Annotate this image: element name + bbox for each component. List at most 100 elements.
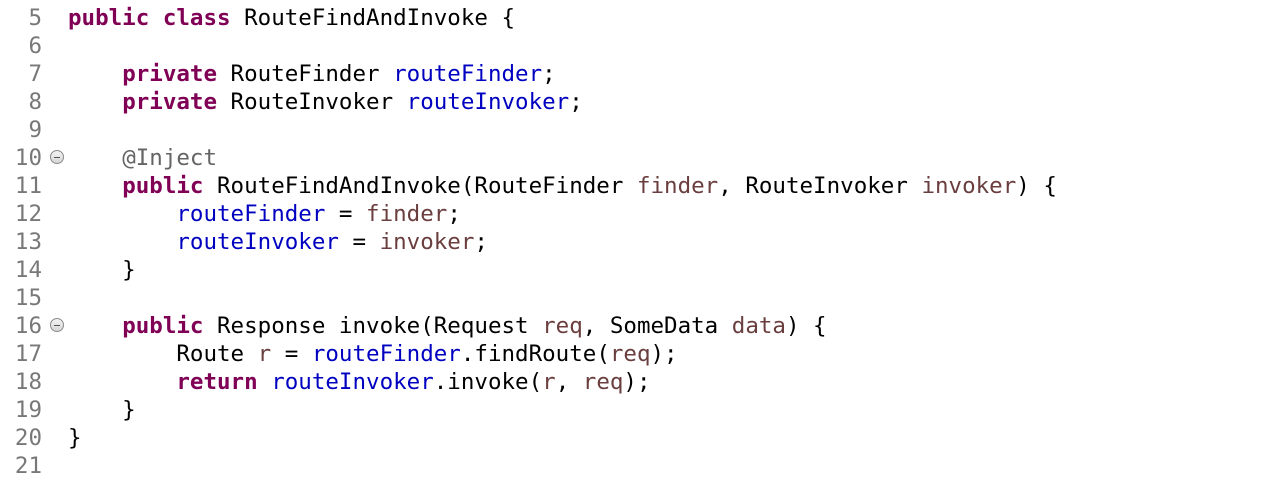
code-token-plain: ;: [447, 201, 461, 227]
line-number: 15: [14, 285, 42, 311]
code-text[interactable]: }: [42, 424, 1282, 452]
code-token-param: finder: [636, 173, 719, 199]
line-number: 19: [14, 397, 42, 423]
code-line[interactable]: 11 public RouteFindAndInvoke(RouteFinder…: [0, 172, 1282, 200]
code-text[interactable]: routeFinder = finder;: [42, 200, 1282, 228]
line-number: 5: [28, 5, 42, 31]
code-token-plain: .findRoute(: [460, 341, 610, 367]
code-token-plain: RouteFindAndInvoke(RouteFinder: [203, 173, 637, 199]
code-token-plain: =: [338, 229, 380, 255]
code-line[interactable]: 16 public Response invoke(Request req, S…: [0, 312, 1282, 340]
code-token-plain: ) {: [785, 313, 827, 339]
code-text[interactable]: private RouteFinder routeFinder;: [42, 60, 1282, 88]
code-token-plain: RouteFindAndInvoke {: [230, 5, 516, 31]
line-number: 17: [14, 341, 42, 367]
code-line[interactable]: 13 routeInvoker = invoker;: [0, 228, 1282, 256]
code-token-plain: [68, 61, 122, 87]
code-text[interactable]: public class RouteFindAndInvoke {: [42, 4, 1282, 32]
code-text[interactable]: [42, 32, 1282, 60]
code-text[interactable]: routeInvoker = invoker;: [42, 228, 1282, 256]
code-token-plain: ;: [542, 61, 556, 87]
code-text[interactable]: [42, 284, 1282, 312]
collapse-fold-icon[interactable]: [50, 150, 64, 164]
code-text[interactable]: return routeInvoker.invoke(r, req);: [42, 368, 1282, 396]
code-token-plain: =: [325, 201, 367, 227]
code-text[interactable]: @Inject: [42, 144, 1282, 172]
line-number: 6: [28, 33, 42, 59]
code-token-plain: [68, 173, 122, 199]
line-number: 14: [14, 257, 42, 283]
line-number: 16: [0, 312, 64, 340]
code-token-keyword: public: [122, 173, 204, 199]
code-text[interactable]: private RouteInvoker routeInvoker;: [42, 88, 1282, 116]
line-number: 18: [14, 369, 42, 395]
code-token-keyword: public: [68, 5, 150, 31]
line-number: 11: [14, 173, 42, 199]
code-text[interactable]: public Response invoke(Request req, Some…: [42, 312, 1282, 340]
code-token-plain: Response invoke(Request: [203, 313, 543, 339]
code-token-plain: , RouteInvoker: [718, 173, 922, 199]
code-text[interactable]: }: [42, 396, 1282, 424]
code-token-plain: );: [650, 341, 678, 367]
code-token-annotation: @Inject: [122, 145, 218, 171]
code-token-plain: =: [271, 341, 312, 367]
code-line[interactable]: 7 private RouteFinder routeFinder;: [0, 60, 1282, 88]
code-line[interactable]: 18 return routeInvoker.invoke(r, req);: [0, 368, 1282, 396]
code-token-plain: [68, 145, 122, 171]
code-token-plain: ) {: [1016, 173, 1057, 199]
code-text[interactable]: Route r = routeFinder.findRoute(req);: [42, 340, 1282, 368]
code-text[interactable]: [42, 116, 1282, 144]
code-line[interactable]: 21: [0, 452, 1282, 480]
code-line[interactable]: 8 private RouteInvoker routeInvoker;: [0, 88, 1282, 116]
code-token-plain: );: [623, 369, 651, 395]
code-line[interactable]: 20}: [0, 424, 1282, 452]
code-token-param: data: [731, 313, 786, 339]
code-token-plain: }: [68, 257, 136, 283]
code-line[interactable]: 10 @Inject: [0, 144, 1282, 172]
code-token-plain: [68, 89, 122, 115]
code-token-field: routeInvoker: [271, 369, 434, 395]
code-text[interactable]: [42, 452, 1282, 480]
code-token-param: req: [582, 369, 624, 395]
code-token-field: routeInvoker: [176, 229, 339, 255]
code-line[interactable]: 19 }: [0, 396, 1282, 424]
code-token-plain: [68, 201, 176, 227]
line-number: 7: [28, 61, 42, 87]
code-token-param: invoker: [379, 229, 475, 255]
code-token-plain: [258, 369, 272, 395]
line-number: 10: [0, 144, 64, 172]
line-number: 8: [28, 89, 42, 115]
code-token-param: req: [542, 313, 583, 339]
code-text[interactable]: }: [42, 256, 1282, 284]
code-text[interactable]: public RouteFindAndInvoke(RouteFinder fi…: [42, 172, 1282, 200]
code-token-param: r: [257, 341, 272, 367]
code-token-plain: , SomeData: [582, 313, 732, 339]
code-token-plain: [68, 229, 176, 255]
code-line[interactable]: 9: [0, 116, 1282, 144]
code-token-param: finder: [366, 201, 448, 227]
line-number: 21: [14, 453, 42, 479]
code-token-plain: Route: [68, 341, 258, 367]
code-line[interactable]: 15: [0, 284, 1282, 312]
code-token-plain: }: [68, 425, 82, 451]
code-line[interactable]: 14 }: [0, 256, 1282, 284]
code-token-plain: [149, 5, 163, 31]
code-line[interactable]: 12 routeFinder = finder;: [0, 200, 1282, 228]
code-line[interactable]: 6: [0, 32, 1282, 60]
code-token-param: invoker: [921, 173, 1017, 199]
collapse-fold-icon[interactable]: [50, 318, 64, 332]
code-token-plain: RouteFinder: [217, 61, 394, 87]
code-token-keyword: private: [122, 89, 218, 115]
code-token-plain: [68, 313, 122, 339]
code-token-keyword: return: [176, 369, 258, 395]
code-token-field: routeInvoker: [406, 89, 570, 115]
code-line[interactable]: 17 Route r = routeFinder.findRoute(req);: [0, 340, 1282, 368]
code-token-param: r: [542, 369, 556, 395]
code-token-plain: }: [68, 397, 136, 423]
code-token-plain: [68, 369, 176, 395]
line-number: 12: [14, 201, 42, 227]
code-token-keyword: class: [162, 5, 231, 31]
code-token-plain: .invoke(: [433, 369, 543, 395]
